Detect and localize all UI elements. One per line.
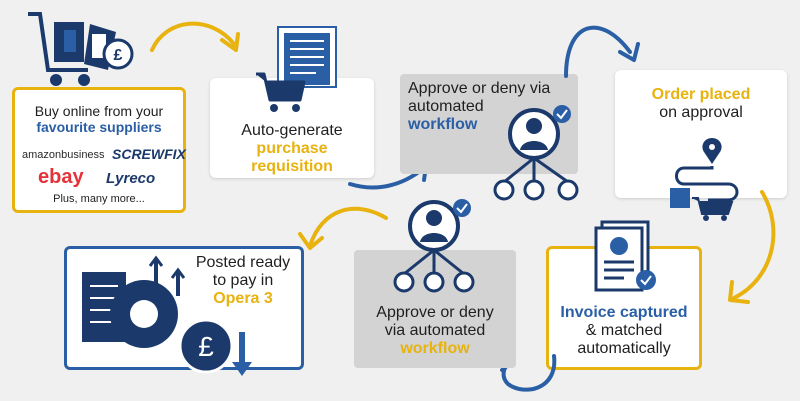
step4-text-line1: Order placed	[651, 86, 751, 103]
supplier-logo-ebay: ebay	[38, 166, 84, 188]
step5-text-line3: automatically	[577, 339, 671, 357]
step5-text-line1: Invoice captured	[560, 304, 688, 321]
arrow-icon	[298, 206, 388, 250]
step2-text-line3: requisition	[251, 157, 333, 175]
supplier-logo-amazon-business: amazonbusiness	[22, 149, 105, 161]
arrow-icon	[728, 190, 776, 304]
delivery-route-icon	[670, 138, 739, 221]
arrow-icon	[564, 25, 640, 78]
gear-checklist-icon	[82, 255, 186, 348]
step3-text-line3: workflow	[408, 115, 478, 133]
step6-text-line2: via automated	[384, 321, 486, 339]
step-order-placed-card	[615, 70, 787, 198]
document-icon	[277, 26, 337, 88]
svg-text:£: £	[114, 47, 123, 64]
step2-text-line2: purchase	[256, 139, 328, 157]
cart-icon	[256, 72, 306, 112]
shopping-trolley-icon: £	[28, 12, 134, 86]
step7-text-line3: Opera 3	[213, 289, 273, 307]
step6-text-line3: workflow	[400, 339, 470, 357]
invoice-icon	[594, 220, 656, 292]
pound-coin-icon: £	[178, 318, 252, 376]
step7-text-line1: Posted ready	[195, 254, 291, 271]
step7-text-line2: to pay in	[212, 271, 274, 289]
approval-network-icon	[393, 199, 475, 293]
step1-text-line1: Buy online from your	[34, 103, 164, 119]
step3-text-line2: automated	[408, 97, 484, 115]
step1-text-line2: favourite suppliers	[36, 118, 162, 135]
approval-network-icon	[493, 105, 579, 201]
step3-text-line1: Approve or deny via	[408, 80, 551, 97]
arrow-icon	[150, 21, 240, 52]
step4-text-line2: on approval	[659, 103, 743, 121]
step1-more-suppliers: Plus, many more...	[53, 193, 145, 205]
step-buy-online-card	[12, 87, 186, 213]
step2-text-line1: Auto-generate	[241, 122, 343, 139]
step5-text-line2: & matched	[585, 321, 663, 339]
step6-text-line1: Approve or deny	[376, 304, 494, 321]
supplier-logo-lyreco: Lyreco	[106, 170, 156, 187]
supplier-logo-screwfix: SCREWFIX	[112, 146, 186, 162]
svg-text:£: £	[198, 331, 214, 362]
